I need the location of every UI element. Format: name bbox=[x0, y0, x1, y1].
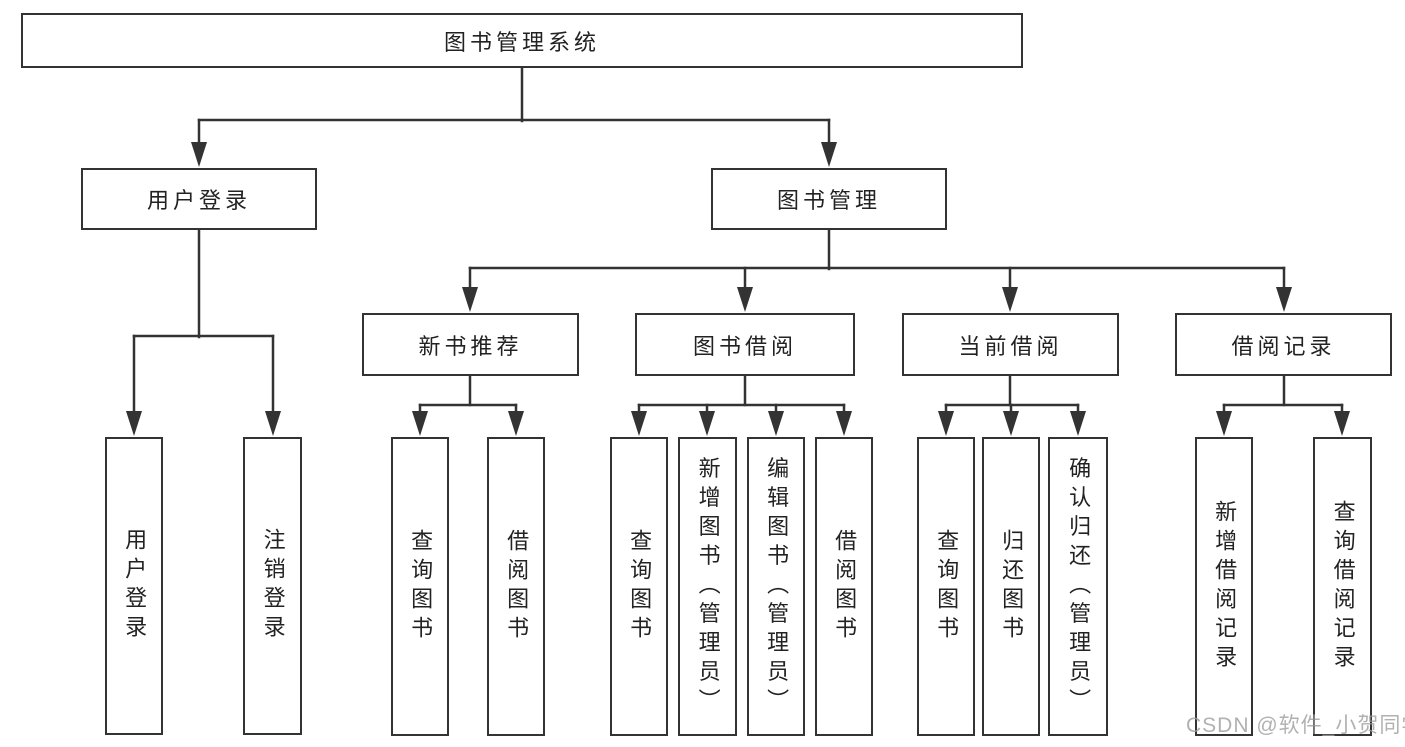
node-label: 借阅记录 bbox=[1231, 333, 1336, 359]
node-current-borrowing: 当前借阅 bbox=[902, 313, 1119, 376]
node-leaf-user-login: 用户登录 bbox=[105, 437, 163, 735]
node-book-borrowing: 图书借阅 bbox=[635, 313, 855, 376]
node-book-management: 图书管理 bbox=[711, 168, 947, 230]
node-label: 确认归还（管理员） bbox=[1066, 456, 1092, 717]
node-borrowing-records: 借阅记录 bbox=[1175, 313, 1392, 376]
node-leaf-current-return-books: 归还图书 bbox=[982, 437, 1040, 736]
node-leaf-borrowing-edit-books: 编辑图书（管理员） bbox=[747, 437, 805, 736]
node-label: 图书管理系统 bbox=[443, 29, 600, 55]
node-label: 当前借阅 bbox=[958, 333, 1063, 359]
node-label: 借阅图书 bbox=[832, 528, 858, 645]
node-root: 图书管理系统 bbox=[21, 13, 1023, 68]
node-label: 查询图书 bbox=[934, 528, 960, 645]
node-label: 用户登录 bbox=[122, 528, 148, 644]
node-label: 图书管理 bbox=[776, 188, 881, 213]
node-label: 新书推荐 bbox=[418, 333, 523, 359]
node-leaf-recommend-query-books: 查询图书 bbox=[391, 437, 449, 736]
node-new-book-recommend: 新书推荐 bbox=[362, 313, 579, 376]
node-label: 查询图书 bbox=[627, 528, 653, 645]
node-leaf-current-query-books: 查询图书 bbox=[917, 437, 975, 736]
node-user-login: 用户登录 bbox=[81, 168, 317, 230]
node-leaf-borrowing-borrow-books: 借阅图书 bbox=[815, 437, 873, 736]
node-label: 新增图书（管理员） bbox=[695, 456, 721, 717]
node-leaf-current-confirm-return: 确认归还（管理员） bbox=[1048, 437, 1108, 736]
node-leaf-records-add-record: 新增借阅记录 bbox=[1195, 437, 1253, 736]
csdn-watermark: CSDN @软件_小贺同学 bbox=[1186, 714, 1405, 737]
node-label: 查询图书 bbox=[408, 528, 434, 645]
node-leaf-borrowing-add-books: 新增图书（管理员） bbox=[678, 437, 737, 736]
node-label: 查询借阅记录 bbox=[1330, 499, 1356, 674]
node-leaf-records-query-record: 查询借阅记录 bbox=[1313, 437, 1372, 736]
node-label: 用户登录 bbox=[146, 188, 251, 213]
node-label: 编辑图书（管理员） bbox=[764, 456, 790, 717]
arrowheads bbox=[126, 142, 1350, 436]
node-label: 注销登录 bbox=[260, 528, 286, 644]
node-label: 图书借阅 bbox=[692, 333, 797, 359]
node-label: 归还图书 bbox=[999, 528, 1025, 645]
node-leaf-logout: 注销登录 bbox=[243, 437, 302, 735]
node-label: 新增借阅记录 bbox=[1212, 499, 1238, 674]
node-leaf-recommend-borrow-books: 借阅图书 bbox=[487, 437, 545, 736]
node-leaf-borrowing-query-books: 查询图书 bbox=[610, 437, 668, 736]
node-label: 借阅图书 bbox=[504, 528, 530, 645]
